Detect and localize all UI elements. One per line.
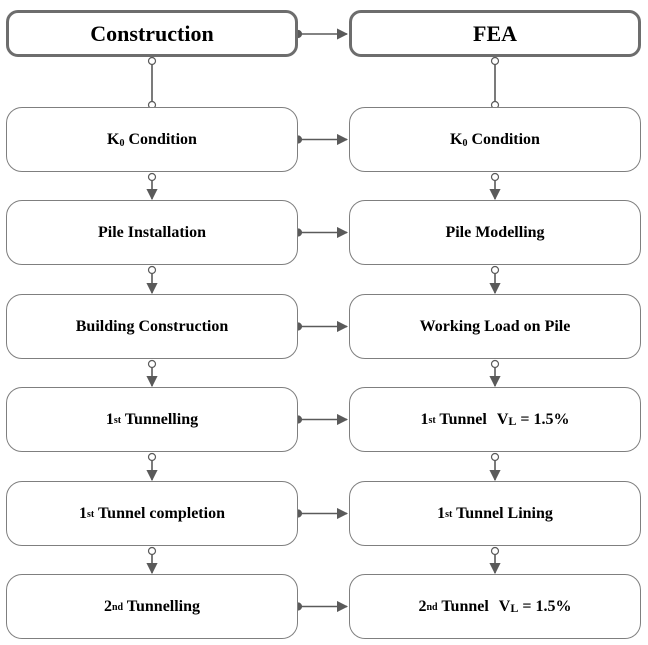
step-ordinal: 2 xyxy=(103,597,112,615)
fea-header: FEA xyxy=(349,10,641,57)
vertical-flow-dot xyxy=(147,172,157,182)
header-line-start-dot xyxy=(147,56,157,66)
vertical-flow-dot xyxy=(147,452,157,462)
vertical-flow-dot xyxy=(490,359,500,369)
volume-loss-subscript: L xyxy=(510,600,519,615)
step-label: Tunnel completion xyxy=(94,504,225,522)
step-label: Building Construction xyxy=(75,317,229,335)
step-ordinal: 1 xyxy=(437,504,446,522)
construction-step-pile-installation: Pile Installation xyxy=(6,200,298,265)
step-label: Pile Modelling xyxy=(445,223,545,241)
step-ordinal: 1 xyxy=(420,410,429,428)
vertical-flow-dot xyxy=(147,359,157,369)
step-label: K xyxy=(450,130,463,148)
fea-title: FEA xyxy=(473,20,517,46)
step-label: Pile Installation xyxy=(97,223,206,241)
vertical-flow-dot xyxy=(490,172,500,182)
vertical-flow-dot xyxy=(490,452,500,462)
step-ordinal: 1 xyxy=(79,504,88,522)
volume-loss-symbol: V xyxy=(496,410,509,428)
volume-loss-symbol: V xyxy=(498,597,511,615)
step-label: Tunnel Lining xyxy=(452,504,553,522)
vertical-flow-dot xyxy=(147,265,157,275)
volume-loss-value: = 1.5% xyxy=(516,410,570,428)
step-label: Tunnelling xyxy=(121,410,199,428)
step-subscript: 0 xyxy=(119,137,125,149)
step-label-rest: Condition xyxy=(124,130,197,148)
step-label: Tunnelling xyxy=(123,597,201,615)
header-line-start-dot xyxy=(490,56,500,66)
step-label-rest: Condition xyxy=(467,130,540,148)
vertical-flow-dot xyxy=(490,265,500,275)
fea-step-working-load-on-pile: Working Load on Pile xyxy=(349,294,641,359)
construction-title: Construction xyxy=(90,20,214,46)
step-ordinal: 2 xyxy=(418,597,427,615)
step-label: Tunnel xyxy=(437,597,489,615)
vertical-flow-dot xyxy=(490,546,500,556)
step-ordinal: 1 xyxy=(105,410,114,428)
step-subscript: 0 xyxy=(462,137,468,149)
construction-header: Construction xyxy=(6,10,298,57)
fea-step-pile-modelling: Pile Modelling xyxy=(349,200,641,265)
construction-step-building-construction: Building Construction xyxy=(6,294,298,359)
volume-loss-value: = 1.5% xyxy=(518,597,572,615)
vertical-flow-dot xyxy=(147,546,157,556)
step-label: Working Load on Pile xyxy=(419,317,571,335)
volume-loss-subscript: L xyxy=(508,413,517,428)
step-label: K xyxy=(107,130,120,148)
step-label: Tunnel xyxy=(435,410,487,428)
